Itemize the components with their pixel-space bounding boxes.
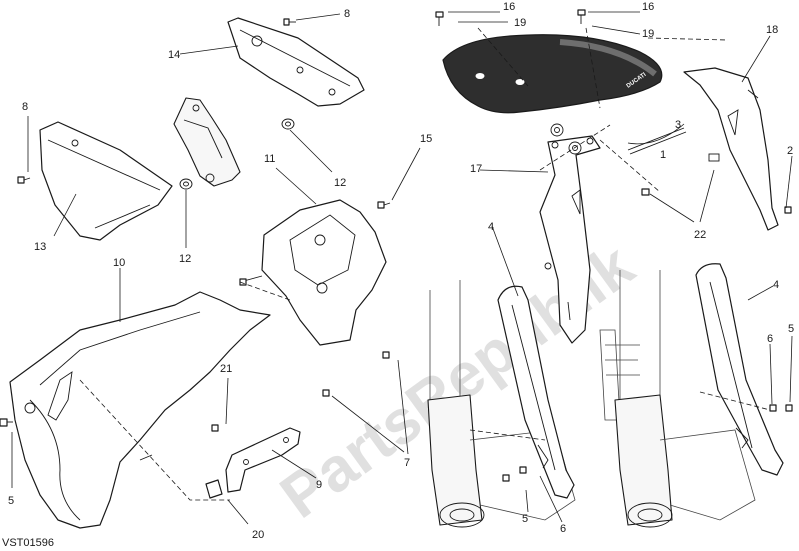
callout-18: 18 xyxy=(766,24,778,36)
callout-16: 16 xyxy=(642,1,654,13)
grommet xyxy=(179,178,193,190)
gear-nut-icon xyxy=(550,123,582,155)
callout-1: 1 xyxy=(660,149,666,161)
callout-8: 8 xyxy=(344,8,350,20)
callout-12: 12 xyxy=(334,177,346,189)
callout-6: 6 xyxy=(767,333,773,345)
mudguard-bracket xyxy=(539,135,601,344)
callout-6: 6 xyxy=(560,523,566,535)
callout-labels: 1 2 3 4 4 5 5 5 6 6 7 8 8 9 10 11 12 12 … xyxy=(8,1,794,541)
grommet xyxy=(281,118,295,130)
right-fork-protector xyxy=(695,263,784,476)
lower-fairing xyxy=(9,291,271,529)
callout-4: 4 xyxy=(488,221,494,233)
left-fork-protector xyxy=(497,285,575,499)
fairing-bracket xyxy=(225,427,301,493)
callout-15: 15 xyxy=(420,133,432,145)
callout-12: 12 xyxy=(179,253,191,265)
callout-7: 7 xyxy=(404,457,410,469)
callout-10: 10 xyxy=(113,257,125,269)
callout-21: 21 xyxy=(220,363,232,375)
callout-5: 5 xyxy=(8,495,14,507)
callout-19: 19 xyxy=(514,17,526,29)
callout-22: 22 xyxy=(694,229,706,241)
callout-16: 16 xyxy=(503,1,515,13)
headlight-support xyxy=(239,199,387,346)
right-fork-assembly xyxy=(599,263,784,528)
callout-20: 20 xyxy=(252,529,264,541)
callout-4: 4 xyxy=(773,279,779,291)
screw-icon xyxy=(0,9,793,482)
callout-5: 5 xyxy=(522,513,528,525)
frame-bracket xyxy=(173,97,241,187)
callout-14: 14 xyxy=(168,49,180,61)
mudguard-decal xyxy=(627,127,687,155)
callout-3: 3 xyxy=(675,119,681,131)
drawing-code: VST01596 xyxy=(2,537,54,549)
callout-9: 9 xyxy=(316,479,322,491)
callout-17: 17 xyxy=(470,163,482,175)
callout-19: 19 xyxy=(642,28,654,40)
side-cover-right xyxy=(683,67,779,231)
left-fork-assembly xyxy=(427,280,576,528)
upper-side-cover xyxy=(227,17,365,107)
left-side-cover xyxy=(39,121,173,241)
callout-5: 5 xyxy=(788,323,794,335)
clip-nut xyxy=(205,479,223,499)
leader-lines xyxy=(11,11,793,525)
callout-8: 8 xyxy=(22,101,28,113)
callout-13: 13 xyxy=(34,241,46,253)
callout-11: 11 xyxy=(264,153,275,165)
front-mudguard: DUCATI xyxy=(442,27,663,114)
callout-2: 2 xyxy=(787,145,793,157)
assembly-lines xyxy=(79,37,771,501)
